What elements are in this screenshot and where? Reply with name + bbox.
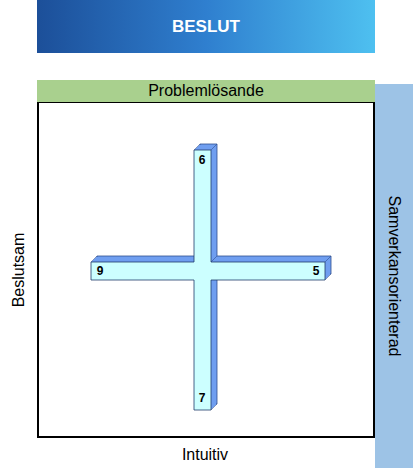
title-bar: BESLUT: [37, 0, 375, 53]
callout-number: 9: [97, 264, 104, 278]
title-text: BESLUT: [172, 17, 240, 37]
cross-edge: [211, 144, 217, 150]
cross-edge: [91, 256, 97, 262]
band-label: Samverkansorienterad: [385, 196, 403, 357]
cross-edge: [325, 274, 331, 280]
axis-label: Beslutsam: [10, 233, 28, 308]
frame-square: [38, 102, 374, 437]
band-label: Problemlösande: [148, 82, 264, 100]
cross-edge: [211, 404, 217, 410]
callout-number: 7: [199, 391, 206, 405]
cross-edge: [325, 256, 331, 262]
cross-shape: [91, 144, 331, 410]
cross-edge: [211, 256, 217, 262]
callout-number: 5: [313, 264, 320, 278]
top-band: Problemlösande: [37, 80, 375, 102]
axis-label: Intuitiv: [182, 446, 228, 464]
cross-face: [91, 150, 325, 410]
cross-edge: [194, 144, 200, 150]
side-band: Samverkansorienterad: [375, 84, 413, 468]
callout-number: 6: [199, 153, 206, 167]
cross-side: [92, 149, 326, 409]
